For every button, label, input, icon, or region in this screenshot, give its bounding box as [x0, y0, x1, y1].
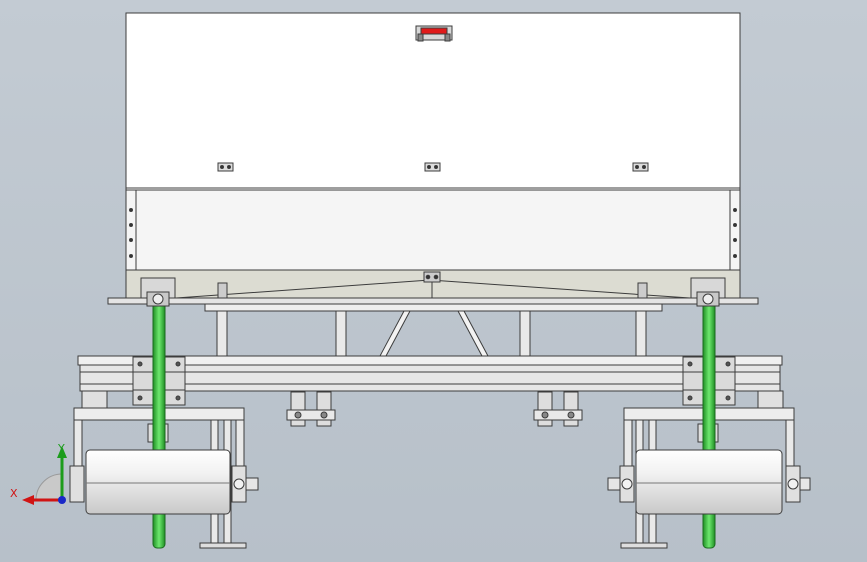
upper-frame: [204, 303, 663, 362]
roller-drum-right: [607, 449, 811, 515]
pivot-lug-left: [286, 391, 336, 427]
roller-drum-left: [69, 449, 259, 515]
latch-plate: [632, 162, 649, 172]
hopper-box: [125, 12, 741, 194]
pillow-block-right: [690, 277, 726, 307]
latch-plate: [424, 162, 441, 172]
latch-plate: [217, 162, 234, 172]
handle: [415, 25, 453, 42]
pivot-lug-right: [533, 391, 583, 427]
base-plate: [107, 269, 759, 310]
main-crossbeam: [77, 355, 784, 410]
pillow-block-left: [140, 277, 176, 307]
hopper-lower-section: [125, 189, 741, 271]
z-axis-dot: [58, 496, 66, 504]
y-axis-label: Y: [57, 442, 65, 455]
coordinate-triad: X Y: [10, 442, 67, 505]
x-axis-label: X: [10, 487, 18, 500]
